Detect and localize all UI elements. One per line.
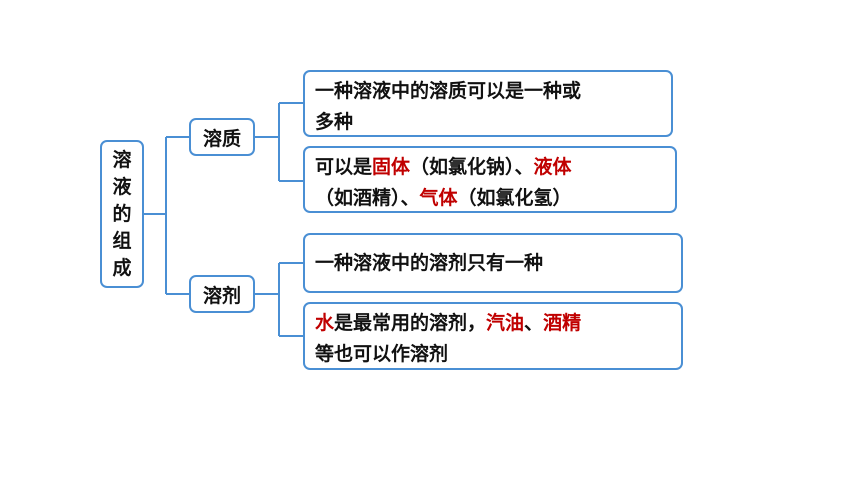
- leaf-highlight-text: 固体: [372, 156, 411, 178]
- root-char: 组: [112, 229, 132, 252]
- leaf-text: 、: [524, 312, 544, 334]
- leaf-text: 可以是: [315, 156, 373, 178]
- leaf-line: 一种溶液中的溶剂只有一种: [315, 248, 543, 279]
- leaf-highlight-text: 汽油: [486, 312, 525, 334]
- leaf-highlight-text: 酒精: [543, 312, 582, 334]
- leaf-highlight-text: 水: [315, 312, 335, 334]
- leaf-line: 水是最常用的溶剂，汽油、酒精: [315, 308, 671, 339]
- leaf-text: （如氯化钠）、: [410, 156, 534, 178]
- branch-node-solute: 溶质: [189, 118, 255, 156]
- leaf-node-solvent-examples: 水是最常用的溶剂，汽油、酒精 等也可以作溶剂: [303, 302, 683, 370]
- leaf-text: （如氯化氢）: [457, 187, 572, 209]
- leaf-highlight-text: 液体: [533, 156, 572, 178]
- leaf-line: 一种溶液中的溶质可以是一种或: [315, 76, 661, 107]
- leaf-text: 是最常用的溶剂，: [334, 312, 487, 334]
- leaf-line: 多种: [315, 107, 661, 138]
- root-char: 溶: [112, 148, 132, 171]
- leaf-text: （如酒精）、: [315, 187, 420, 209]
- leaf-highlight-text: 气体: [419, 187, 458, 209]
- leaf-line: （如酒精）、气体（如氯化氢）: [315, 183, 665, 214]
- root-node-solution-composition: 溶 液 的 组 成: [100, 140, 144, 288]
- leaf-node-solvent-count: 一种溶液中的溶剂只有一种: [303, 233, 683, 293]
- leaf-node-solute-states: 可以是固体（如氯化钠）、液体 （如酒精）、气体（如氯化氢）: [303, 146, 677, 213]
- connector-root: [144, 136, 189, 295]
- root-char: 的: [112, 202, 132, 225]
- leaf-text: 多种: [315, 111, 354, 133]
- root-char: 成: [112, 256, 132, 279]
- connector-solute: [255, 102, 303, 182]
- branch-label: 溶质: [202, 127, 241, 150]
- leaf-node-solute-count: 一种溶液中的溶质可以是一种或 多种: [303, 70, 673, 137]
- root-char: 液: [112, 175, 132, 198]
- leaf-text: 一种溶液中的溶质可以是一种或: [315, 80, 582, 102]
- leaf-line: 等也可以作溶剂: [315, 339, 671, 370]
- leaf-text: 一种溶液中的溶剂只有一种: [315, 251, 544, 274]
- leaf-text: 等也可以作溶剂: [315, 343, 449, 365]
- branch-label: 溶剂: [202, 284, 241, 307]
- leaf-line: 可以是固体（如氯化钠）、液体: [315, 152, 665, 183]
- connector-solvent: [255, 262, 303, 337]
- branch-node-solvent: 溶剂: [189, 275, 255, 313]
